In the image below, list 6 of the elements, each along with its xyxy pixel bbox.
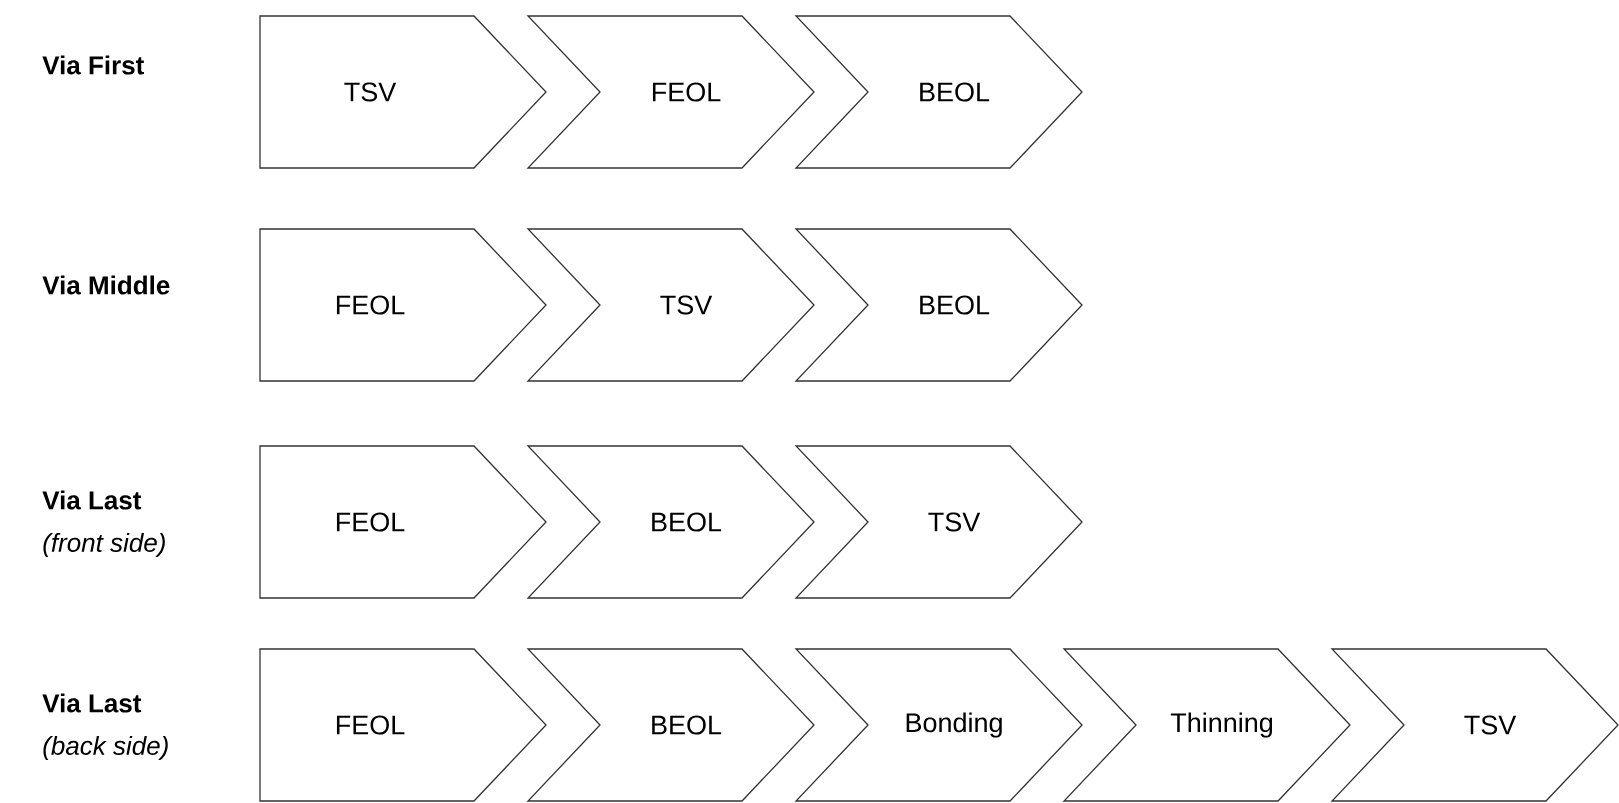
row-label: Via Last [42,490,142,510]
row-label: (back side) [43,735,168,761]
row-label: Via Last [42,693,142,713]
row-label: Via First [42,55,144,75]
row-label: Via Middle [42,275,170,295]
row-label: (front side) [43,532,165,558]
